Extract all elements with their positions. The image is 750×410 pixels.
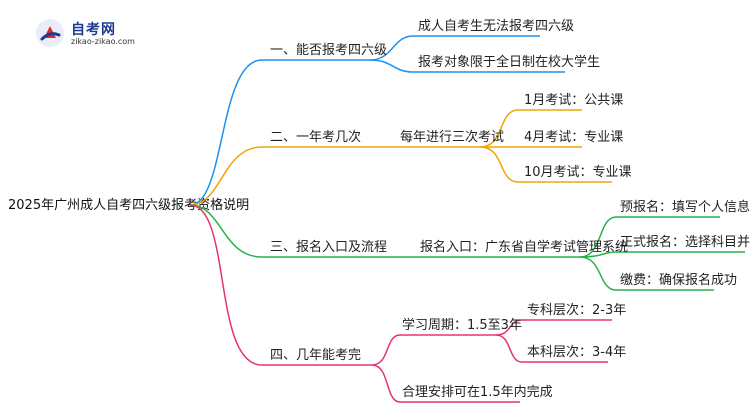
b3-node-1: 报名入口：广东省自学考试管理系统 (420, 239, 628, 255)
connector-b3-g2 (579, 251, 745, 258)
logo-title: 自考网 (71, 22, 116, 38)
b2-leaf-3: 10月考试：专业课 (524, 165, 632, 180)
b4-leaf-2: 本科层次：3-4年 (527, 344, 626, 360)
connector-b4-g2 (495, 334, 608, 363)
connector-branch-3 (189, 204, 365, 258)
connector-b4-g1 (495, 319, 612, 336)
connector-b2-g3 (479, 146, 612, 183)
connector-b3-g1 (579, 216, 720, 258)
branch-3-label: 三、报名入口及流程 (270, 239, 387, 255)
connector-branch-2 (189, 146, 347, 206)
root-topic: 2025年广州成人自考四六级报考资格说明 (8, 197, 249, 213)
b2-leaf-1: 1月考试：公共课 (524, 93, 623, 108)
branch-2-label: 二、一年考几次 (270, 129, 361, 145)
b4-node-2: 合理安排可在1.5年内完成 (402, 384, 553, 400)
logo-url: zikao-zikao.com (71, 37, 135, 46)
connector-branch-1 (189, 59, 370, 206)
b2-node-1: 每年进行三次考试 (400, 129, 504, 145)
branch-1-label: 一、能否报考四六级 (270, 43, 387, 58)
connector-branch-4 (189, 204, 372, 366)
connector-b4-c1 (371, 334, 496, 366)
b3-leaf-1: 预报名：填写个人信息 (620, 199, 750, 215)
b1-leaf-2: 报考对象限于全日制在校大学生 (418, 54, 600, 70)
site-logo[interactable]: 自考网 zikao-zikao.com (35, 16, 140, 52)
b4-node-1: 学习周期：1.5至3年 (402, 317, 522, 333)
b4-leaf-1: 专科层次：2-3年 (527, 302, 626, 318)
connector-b2-g1 (479, 109, 582, 148)
connector-b1-c1 (369, 35, 540, 61)
b3-leaf-3: 缴费：确保报名成功 (620, 272, 737, 288)
logo-badge-icon (36, 19, 64, 47)
connector-b4-c2 (371, 364, 520, 403)
branch-4-label: 四、几年能考完 (270, 348, 361, 363)
b1-leaf-1: 成人自考生无法报考四六级 (418, 19, 574, 34)
connector-b1-c2 (369, 59, 565, 73)
connector-b3-g3 (579, 256, 714, 291)
b2-leaf-2: 4月考试：专业课 (524, 130, 623, 145)
